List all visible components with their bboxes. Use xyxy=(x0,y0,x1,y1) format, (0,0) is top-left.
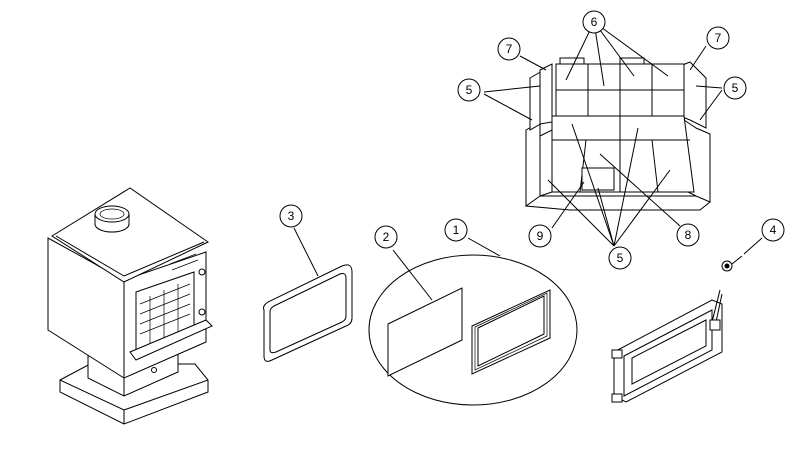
callout-5-right: 5 xyxy=(723,76,747,100)
callout-label: 3 xyxy=(288,209,295,223)
callout-9: 9 xyxy=(528,224,552,248)
callout-8: 8 xyxy=(676,223,700,247)
callout-2: 2 xyxy=(374,225,398,249)
callout-label: 1 xyxy=(453,223,460,237)
callout-label: 2 xyxy=(383,230,390,244)
callout-5-left: 5 xyxy=(457,78,481,102)
callout-1: 1 xyxy=(444,218,468,242)
callout-label: 8 xyxy=(685,228,692,242)
firebrick-liner xyxy=(483,21,723,247)
callout-6: 6 xyxy=(582,10,606,34)
callout-label: 4 xyxy=(770,223,777,237)
callout-label: 7 xyxy=(715,31,722,45)
callout-label: 5 xyxy=(732,81,739,95)
callout-label: 5 xyxy=(466,83,473,97)
callout-3: 3 xyxy=(279,204,303,228)
door-assembly xyxy=(611,237,763,403)
stove-illustration xyxy=(47,187,213,425)
callout-7-left: 7 xyxy=(497,37,521,61)
callout-5-bottom: 5 xyxy=(608,246,632,270)
callout-4: 4 xyxy=(761,218,785,242)
callout-label: 5 xyxy=(617,251,624,265)
glass-kit xyxy=(368,237,578,406)
door-gasket xyxy=(263,227,353,362)
callout-label: 6 xyxy=(591,15,598,29)
callout-label: 9 xyxy=(537,229,544,243)
callout-label: 7 xyxy=(506,42,513,56)
callout-7-right: 7 xyxy=(706,26,730,50)
